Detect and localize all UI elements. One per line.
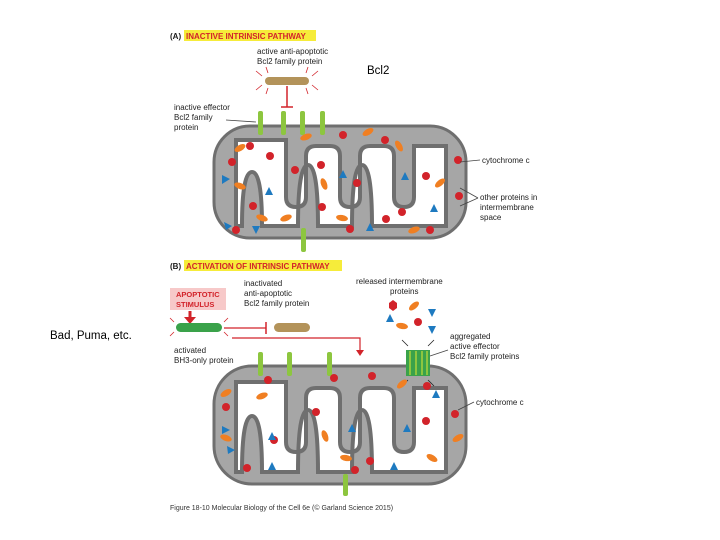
label-cytochrome-b: cytochrome c xyxy=(476,398,524,407)
label-released-1: released intermembrane xyxy=(356,277,443,286)
panel-b: (B) ACTIVATION OF INTRINSIC PATHWAY APOP… xyxy=(169,260,524,496)
label-aggregated-2: active effector xyxy=(450,342,500,351)
cytochrome-c-dots-a xyxy=(228,131,463,234)
apoptotic-stimulus-box xyxy=(170,288,226,310)
panel-b-letter: (B) xyxy=(170,262,181,271)
released-proteins xyxy=(386,300,436,334)
effector-proteins-b xyxy=(258,352,348,496)
panel-b-title: ACTIVATION OF INTRINSIC PATHWAY xyxy=(186,262,330,271)
bh3-only-protein xyxy=(169,317,229,337)
other-proteins-orange-b xyxy=(220,379,464,462)
label-inactivated-1: inactivated xyxy=(244,279,282,288)
activation-arrow xyxy=(232,337,361,352)
panel-a: (A) INACTIVE INTRINSIC PATHWAY active an… xyxy=(170,30,537,252)
label-aggregated-3: Bcl2 family proteins xyxy=(450,352,519,361)
panel-a-letter: (A) xyxy=(170,32,181,41)
label-inactive-effector-1: inactive effector xyxy=(174,103,230,112)
label-other-proteins-2: intermembrane xyxy=(480,203,534,212)
other-proteins-blue-a xyxy=(222,170,438,234)
inhibition-arrow xyxy=(281,86,293,108)
other-proteins-blue-b xyxy=(222,390,440,470)
label-anti-apoptotic-1: active anti-apoptotic xyxy=(257,47,328,56)
label-cytochrome-a: cytochrome c xyxy=(482,156,530,165)
anti-apoptotic-protein xyxy=(255,66,319,95)
mitochondrion-b xyxy=(212,339,468,496)
label-inactive-effector-2: Bcl2 family xyxy=(174,113,213,122)
label-other-proteins-3: space xyxy=(480,213,502,222)
stimulus-line-2: STIMULUS xyxy=(176,300,214,309)
label-inactivated-2: anti-apoptotic xyxy=(244,289,292,298)
inactivated-anti-apoptotic xyxy=(274,323,310,332)
mitochondrion-a xyxy=(212,111,468,252)
label-released-2: proteins xyxy=(390,287,418,296)
panel-a-header-box xyxy=(184,30,316,41)
label-other-proteins-1: other proteins in xyxy=(480,193,537,202)
annotation-bcl2: Bcl2 xyxy=(367,65,389,77)
panel-b-header-box xyxy=(184,260,342,271)
label-bh3-2: BH3-only protein xyxy=(174,356,234,365)
inactive-effector-proteins xyxy=(258,111,325,252)
label-inactive-effector-3: protein xyxy=(174,123,198,132)
label-inactivated-3: Bcl2 family protein xyxy=(244,299,309,308)
aggregated-effector-pore xyxy=(401,339,435,387)
figure-caption: Figure 18-10 Molecular Biology of the Ce… xyxy=(170,504,393,512)
annotation-bad-puma: Bad, Puma, etc. xyxy=(50,330,132,342)
label-bh3-1: activated xyxy=(174,346,206,355)
label-aggregated-1: aggregated xyxy=(450,332,490,341)
stimulus-line-1: APOPTOTIC xyxy=(176,290,220,299)
other-proteins-orange-a xyxy=(234,128,445,234)
panel-a-title: INACTIVE INTRINSIC PATHWAY xyxy=(186,32,307,41)
label-anti-apoptotic-2: Bcl2 family protein xyxy=(257,57,322,66)
